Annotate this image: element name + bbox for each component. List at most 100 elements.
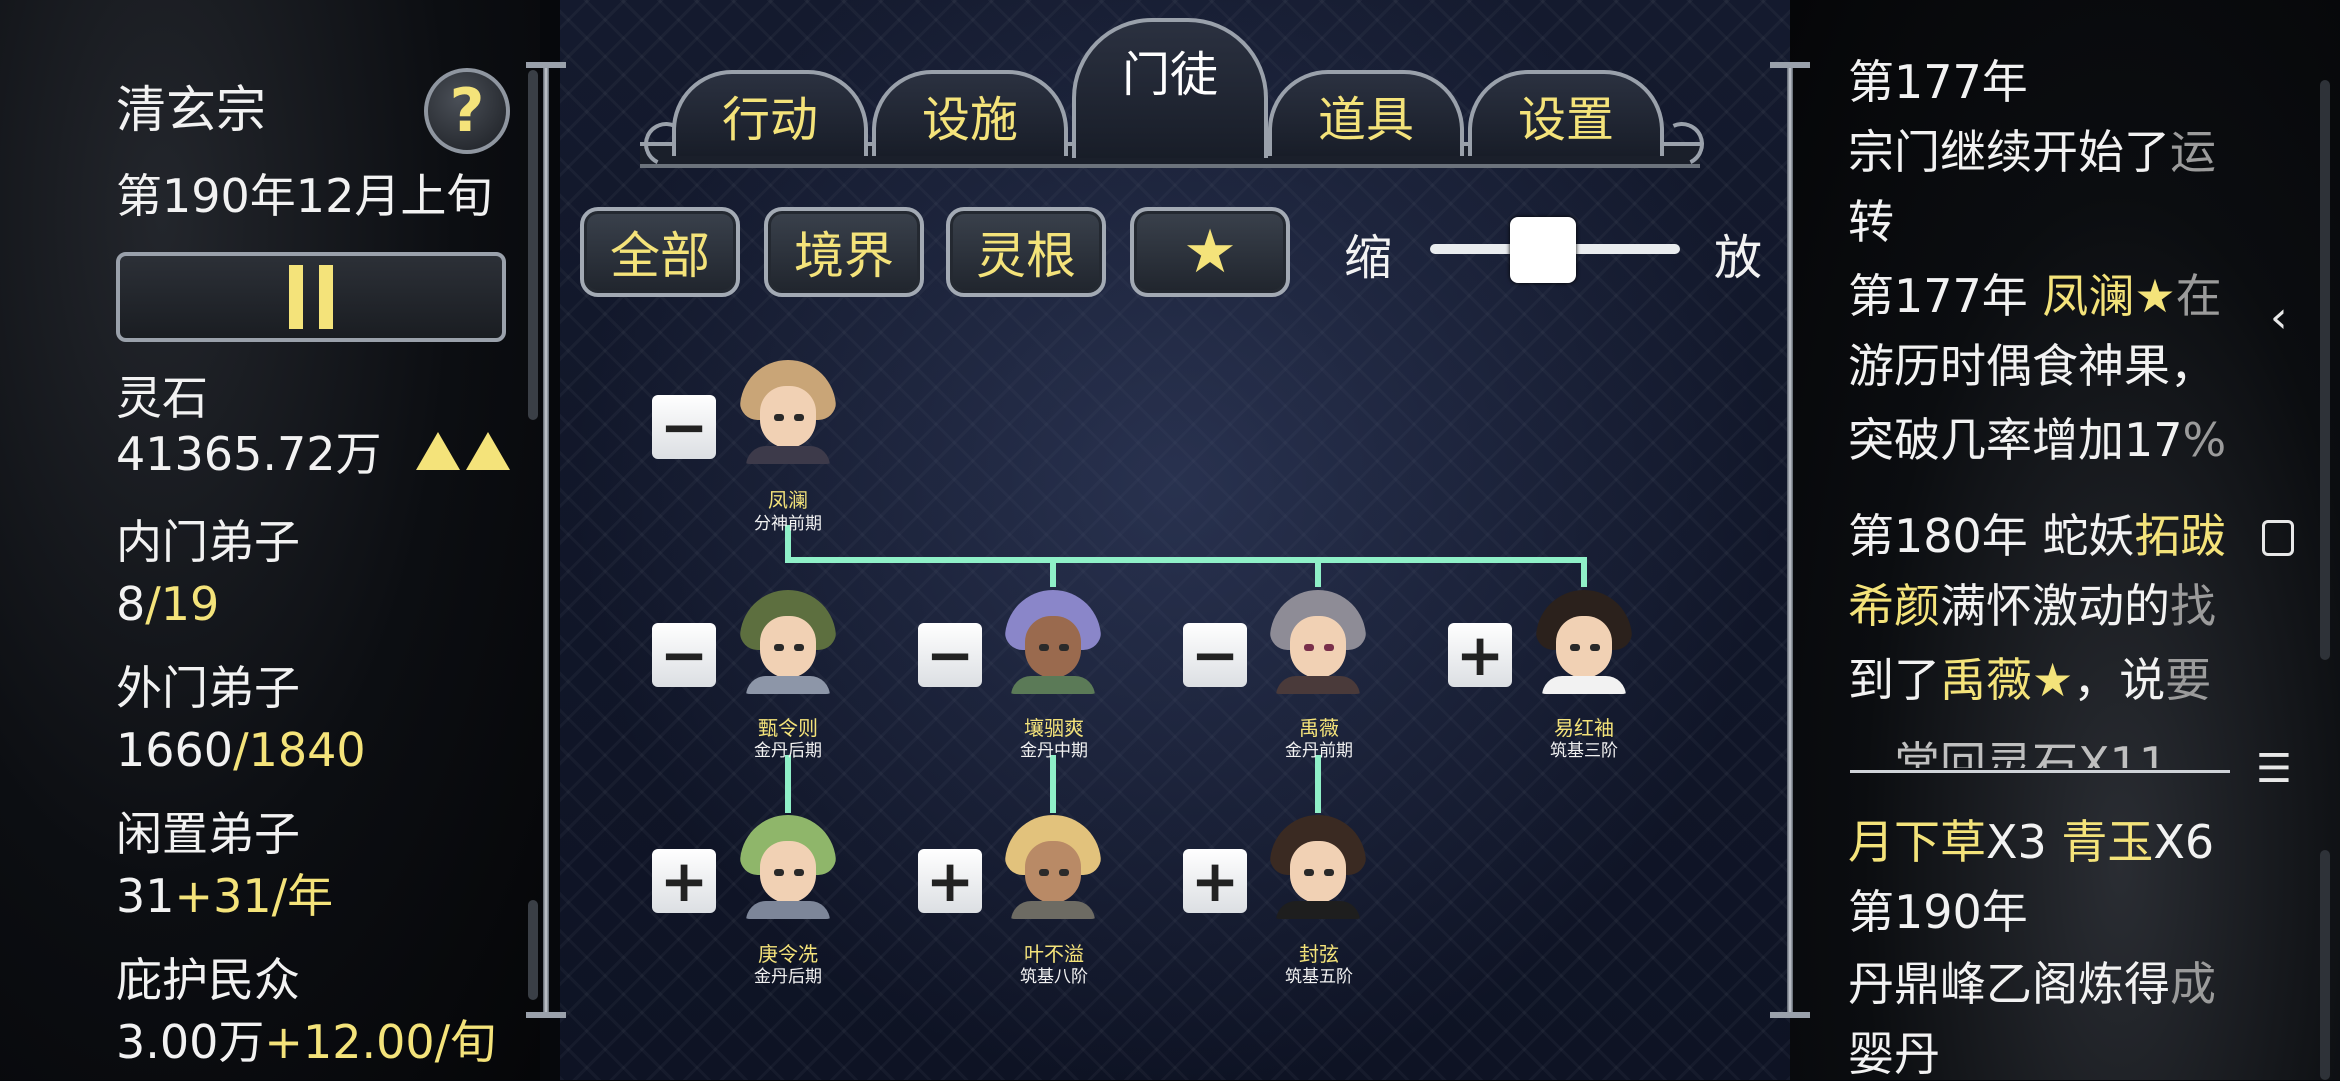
filter-all-label: 全部 xyxy=(610,227,710,285)
log-text: X6 xyxy=(2153,815,2215,869)
log-line: 月下草X3 青玉X6 xyxy=(1848,816,2214,868)
disciple-name: 壤骃爽 xyxy=(1024,716,1084,740)
disciple-name: 禹薇 xyxy=(1299,716,1339,740)
increase-triangle-icon xyxy=(416,432,461,470)
protected-people-label: 庇护民众 xyxy=(116,953,300,1007)
log-scrollbar[interactable] xyxy=(2320,80,2330,660)
log-line: 希颜满怀激动的找 xyxy=(1848,580,2216,632)
idle-disciples-current: 31 xyxy=(116,869,175,923)
pause-button[interactable] xyxy=(116,252,506,342)
menu-icon[interactable]: ☰ xyxy=(2256,746,2292,792)
disciple-portrait[interactable] xyxy=(1270,815,1366,919)
right-panel-background xyxy=(1790,0,2340,1080)
left-scrollbar-lower[interactable] xyxy=(528,900,538,1000)
log-text: 丹鼎峰乙阁炼得 xyxy=(1848,957,2170,1011)
disciple-rank: 筑基三阶 xyxy=(1550,741,1618,761)
disciple-name: 凤澜 xyxy=(768,488,808,512)
expand-button[interactable]: + xyxy=(918,849,982,913)
protected-people-value: 3.00万+12.00/旬 xyxy=(116,1016,496,1068)
right-frame-cap-bottom xyxy=(1770,1012,1810,1018)
zoom-expand-label: 放 xyxy=(1714,230,1763,286)
spirit-stone-value: 41365.72万 xyxy=(116,428,516,480)
outer-disciples-current: 1660 xyxy=(116,723,234,777)
tab-settings-label: 设置 xyxy=(1517,92,1614,148)
left-frame-rail xyxy=(543,66,549,1016)
center-panel-background xyxy=(560,0,1790,1080)
filter-all-button[interactable]: 全部 xyxy=(580,207,740,297)
outer-disciples-value: 1660/1840 xyxy=(116,724,366,776)
log-text-faded: 要 xyxy=(2165,653,2212,707)
log-highlight-name: 希颜 xyxy=(1848,579,1940,633)
log-highlight-item: 月下草 xyxy=(1848,815,1986,869)
chevron-left-icon[interactable]: ‹ xyxy=(2270,292,2288,343)
log-text: 第177年 xyxy=(1848,269,2043,323)
idle-disciples-label: 闲置弟子 xyxy=(116,807,300,861)
log-text: 宗门继续开始了 xyxy=(1848,125,2170,179)
increase-triangle-icon xyxy=(466,432,511,470)
sect-name: 清玄宗 xyxy=(116,81,266,139)
left-frame-cap-bottom xyxy=(526,1012,566,1018)
expand-button[interactable]: + xyxy=(1183,849,1247,913)
collapse-button[interactable]: − xyxy=(1183,623,1247,687)
inner-disciples-max: /19 xyxy=(145,577,220,631)
inner-disciples-value: 8/19 xyxy=(116,578,219,630)
disciple-name: 甄令则 xyxy=(758,716,818,740)
tree-line-gen3-branch xyxy=(1315,755,1321,813)
question-icon: ? xyxy=(449,76,485,146)
left-panel-background xyxy=(0,0,540,1080)
disciple-portrait[interactable] xyxy=(1005,590,1101,694)
disciple-portrait[interactable] xyxy=(740,815,836,919)
filter-star-button[interactable]: ★ xyxy=(1130,207,1290,297)
outer-disciples-max: /1840 xyxy=(233,723,366,777)
tree-line-root-down xyxy=(785,525,791,562)
log-text-faded: % xyxy=(2182,413,2227,467)
disciple-portrait[interactable] xyxy=(1005,815,1101,919)
zoom-slider-handle[interactable] xyxy=(1509,217,1576,283)
square-icon[interactable] xyxy=(2262,520,2294,556)
filter-realm-button[interactable]: 境界 xyxy=(764,207,924,297)
log-line-clipped: ，常回灵石X11 xyxy=(1848,738,2169,768)
disciple-portrait[interactable] xyxy=(1270,590,1366,694)
disciple-name: 叶不溢 xyxy=(1024,942,1084,966)
log-text: X3 xyxy=(1986,815,2062,869)
log-scrollbar-lower[interactable] xyxy=(2320,850,2330,1080)
log-text-faded: 运 xyxy=(2170,125,2216,179)
log-line: 到了禹薇★，说要 xyxy=(1848,654,2211,706)
collapse-button[interactable]: − xyxy=(652,395,716,459)
disciple-portrait[interactable] xyxy=(740,590,836,694)
log-highlight-name: 禹薇★ xyxy=(1940,653,2074,707)
tab-settings[interactable]: 设置 xyxy=(1468,70,1664,156)
log-highlight-item: 青玉 xyxy=(2061,815,2154,869)
tab-action[interactable]: 行动 xyxy=(672,70,868,156)
help-button[interactable]: ? xyxy=(424,68,510,154)
disciple-rank: 筑基五阶 xyxy=(1285,967,1353,987)
tab-facilities[interactable]: 设施 xyxy=(872,70,1068,156)
log-line: 第180年 蛇妖拓跋 xyxy=(1848,510,2226,562)
log-line: 第177年 xyxy=(1848,55,2028,109)
collapse-button[interactable]: − xyxy=(652,623,716,687)
tab-items[interactable]: 道具 xyxy=(1268,70,1464,156)
expand-button[interactable]: + xyxy=(652,849,716,913)
log-line: 婴丹 xyxy=(1848,1027,1940,1081)
log-line: 宗门继续开始了运 xyxy=(1848,126,2216,178)
tab-items-label: 道具 xyxy=(1317,92,1414,148)
log-text: 突破几率增加17 xyxy=(1848,413,2183,467)
left-frame-cap-top xyxy=(526,62,566,68)
left-scrollbar[interactable] xyxy=(528,70,538,420)
log-text-faded: 成 xyxy=(2170,957,2216,1011)
log-line: 转 xyxy=(1848,195,1894,249)
log-text-faded: 在 xyxy=(2175,269,2222,323)
disciple-name: 庚令冼 xyxy=(758,942,818,966)
tab-disciples[interactable]: 门徒 xyxy=(1072,18,1268,158)
filter-spirit-root-button[interactable]: 灵根 xyxy=(946,207,1106,297)
log-text: 满怀激动的 xyxy=(1940,579,2170,633)
disciple-portrait[interactable] xyxy=(1536,590,1632,694)
tree-line-gen2-branch xyxy=(1315,557,1321,587)
collapse-button[interactable]: − xyxy=(918,623,982,687)
outer-disciples-label: 外门弟子 xyxy=(116,661,300,715)
disciple-rank: 金丹后期 xyxy=(754,967,822,987)
star-icon: ★ xyxy=(1183,217,1237,287)
expand-button[interactable]: + xyxy=(1448,623,1512,687)
disciple-portrait[interactable] xyxy=(740,360,836,464)
log-text: ，说 xyxy=(2073,653,2166,707)
